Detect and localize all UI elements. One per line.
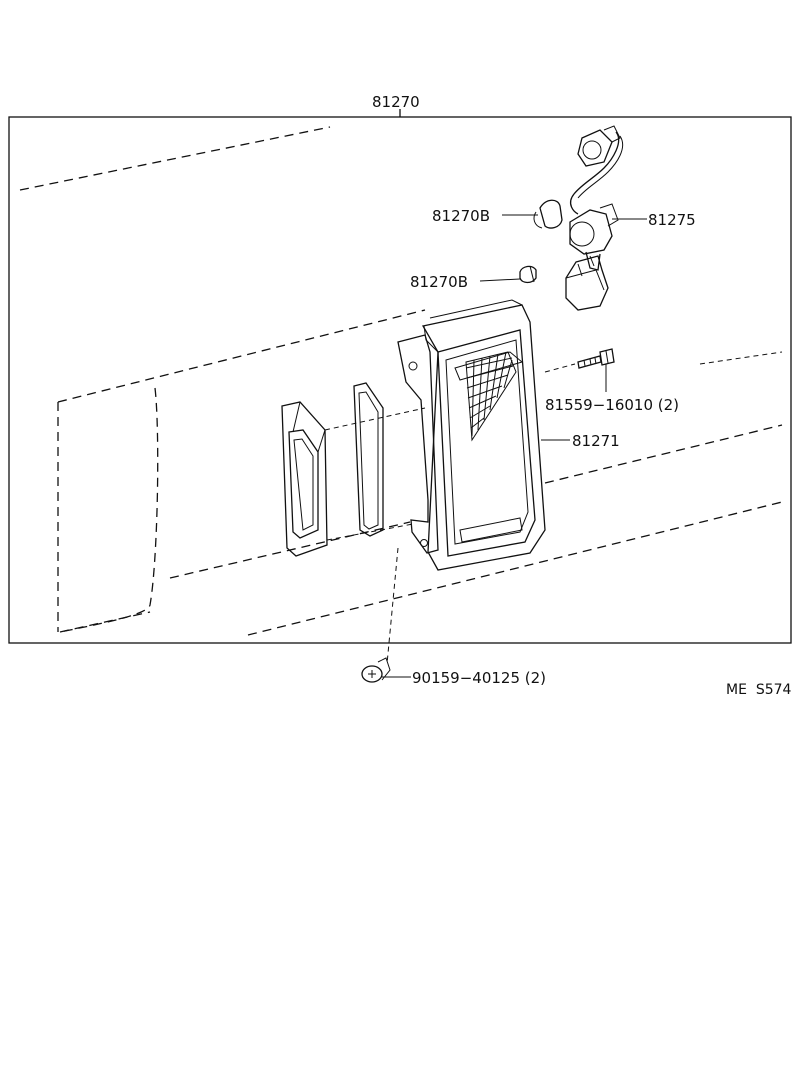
label-assembly: 81270 (372, 93, 420, 111)
gasket (353, 382, 384, 537)
label-socket-wire: 81275 (648, 211, 696, 229)
body-outline (19, 126, 783, 636)
label-bulb-lower: 81270B (410, 273, 468, 291)
label-screw: 90159−40125 (2) (412, 669, 546, 687)
label-lens: 81271 (572, 432, 620, 450)
assembly-frame (8, 116, 792, 644)
leader-lines (382, 214, 647, 678)
outer-bezel (281, 401, 328, 557)
lamp-housing (397, 299, 546, 571)
bulb-lower (519, 265, 537, 284)
bulb-upper (533, 199, 563, 229)
label-bolt: 81559−16010 (2) (545, 396, 679, 414)
socket-and-wire (565, 125, 624, 311)
reflector-hatching (465, 351, 517, 442)
bolt (577, 348, 615, 369)
screw (361, 547, 399, 683)
figure-code: ME S574 (726, 682, 792, 698)
label-bulb-upper: 81270B (432, 207, 490, 225)
